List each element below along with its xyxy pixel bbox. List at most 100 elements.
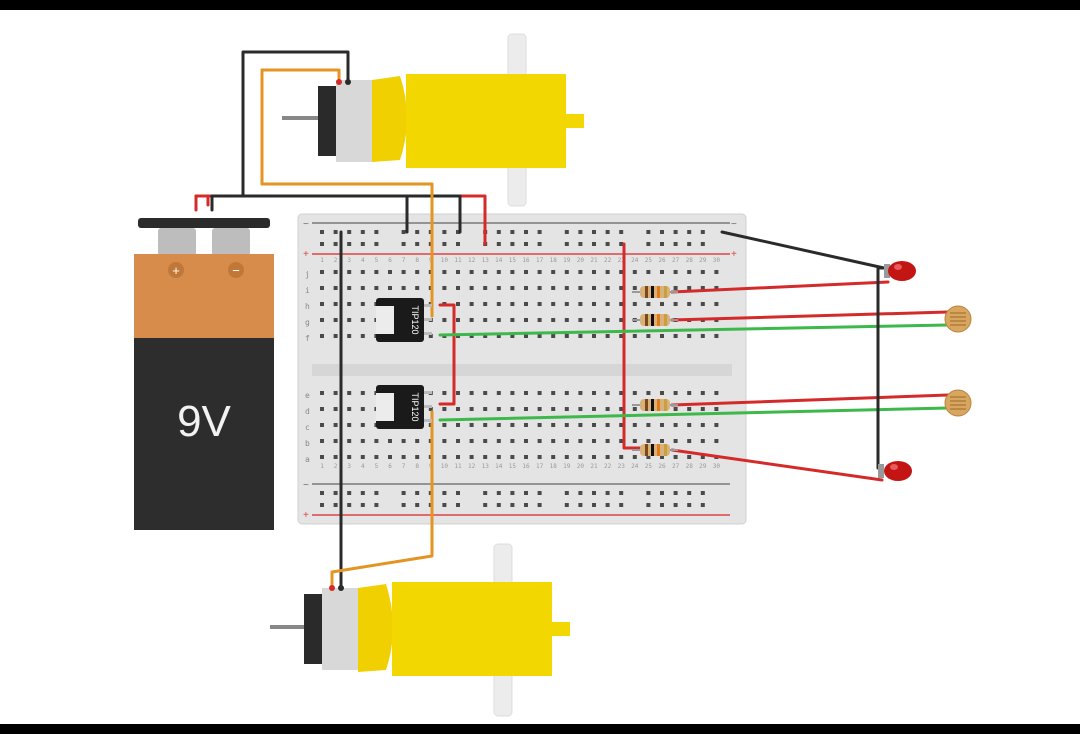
breadboard-hole xyxy=(415,242,420,246)
breadboard-hole xyxy=(524,286,528,290)
battery-terminal-plus xyxy=(158,228,196,256)
breadboard-hole xyxy=(360,391,365,395)
column-number: 1 xyxy=(320,463,324,470)
column-number: 21 xyxy=(590,463,598,470)
motor-can xyxy=(322,588,360,670)
breadboard-hole xyxy=(537,491,542,495)
breadboard-hole xyxy=(605,302,610,306)
breadboard-hole xyxy=(456,242,460,246)
breadboard-hole xyxy=(578,302,583,306)
column-number: 18 xyxy=(550,463,558,470)
breadboard-hole xyxy=(360,407,365,411)
breadboard-hole xyxy=(605,334,610,338)
breadboard-hole xyxy=(700,242,705,246)
resistor[interactable] xyxy=(632,444,678,456)
column-number: 28 xyxy=(686,257,694,264)
breadboard-hole xyxy=(442,503,447,507)
motor-gearbox xyxy=(406,74,566,168)
ldr-top[interactable] xyxy=(944,305,972,333)
breadboard-hole xyxy=(673,270,678,274)
breadboard-hole xyxy=(673,230,678,234)
resistor[interactable] xyxy=(632,314,678,326)
battery-9v[interactable]: + − 9V xyxy=(134,218,274,530)
breadboard-hole xyxy=(619,455,624,459)
breadboard-hole xyxy=(619,439,624,443)
breadboard-hole xyxy=(605,318,610,322)
breadboard-hole xyxy=(456,270,460,274)
battery-terminal-minus xyxy=(212,228,250,256)
breadboard-hole xyxy=(483,302,488,306)
breadboard-hole xyxy=(442,491,447,495)
battery-plus-symbol: + xyxy=(172,263,180,278)
breadboard-hole xyxy=(320,491,324,495)
motor-top[interactable] xyxy=(282,33,584,207)
column-number: 30 xyxy=(713,257,721,264)
led-top[interactable] xyxy=(884,261,916,281)
chip-2[interactable]: TIP120 xyxy=(376,385,432,429)
breadboard-hole xyxy=(700,270,705,274)
breadboard-hole xyxy=(646,455,651,459)
breadboard-hole xyxy=(551,439,556,443)
motor-output-shaft xyxy=(566,114,584,128)
breadboard-hole xyxy=(660,230,664,234)
breadboard-hole xyxy=(687,230,692,234)
battery-top xyxy=(134,254,274,338)
wire-signal-green-bottom xyxy=(438,406,950,422)
breadboard-hole xyxy=(320,391,324,395)
breadboard-hole xyxy=(510,286,515,290)
breadboard-hole xyxy=(537,302,542,306)
breadboard-hole xyxy=(496,286,501,290)
wire-signal-green-top xyxy=(438,323,950,337)
column-number: 21 xyxy=(590,257,598,264)
breadboard-hole xyxy=(388,455,392,459)
row-letter: i xyxy=(305,286,310,295)
breadboard-hole xyxy=(469,286,474,290)
motor-endcap xyxy=(304,594,326,664)
breadboard-hole xyxy=(619,491,624,495)
chip-1[interactable]: TIP120 xyxy=(376,298,432,342)
breadboard-hole xyxy=(700,391,705,395)
motor-output-shaft xyxy=(552,622,570,636)
breadboard-hole xyxy=(510,391,515,395)
breadboard-hole xyxy=(673,491,678,495)
breadboard-hole xyxy=(592,318,596,322)
breadboard-hole xyxy=(496,334,501,338)
rail-plus-label-top-right: + xyxy=(731,249,737,260)
breadboard-hole xyxy=(510,318,515,322)
ldr-bottom[interactable] xyxy=(944,389,972,417)
breadboard-hole xyxy=(469,318,474,322)
breadboard-hole xyxy=(537,439,542,443)
breadboard-hole xyxy=(646,242,651,246)
breadboard-hole xyxy=(360,423,365,427)
breadboard-hole xyxy=(469,270,474,274)
breadboard-hole xyxy=(564,230,569,234)
breadboard-hole xyxy=(714,439,719,443)
breadboard-hole xyxy=(673,439,678,443)
breadboard-hole xyxy=(374,270,379,274)
breadboard-hole xyxy=(442,407,447,411)
breadboard-hole xyxy=(483,270,488,274)
breadboard-hole xyxy=(578,391,583,395)
resistor[interactable] xyxy=(632,399,678,411)
breadboard-hole xyxy=(483,503,488,507)
column-number: 29 xyxy=(699,463,707,470)
resistor[interactable] xyxy=(632,286,678,298)
breadboard-hole xyxy=(401,439,406,443)
breadboard-hole xyxy=(551,423,556,427)
breadboard-hole xyxy=(510,503,515,507)
breadboard-hole xyxy=(605,423,610,427)
breadboard-hole xyxy=(442,286,447,290)
led-bottom[interactable] xyxy=(878,461,912,481)
motor-bottom[interactable] xyxy=(270,543,570,717)
column-number: 6 xyxy=(388,257,392,264)
row-letter: c xyxy=(305,423,310,432)
breadboard-hole xyxy=(592,423,596,427)
breadboard-hole xyxy=(660,491,664,495)
breadboard-hole xyxy=(496,407,501,411)
breadboard-hole xyxy=(510,407,515,411)
column-number: 3 xyxy=(347,257,351,264)
breadboard-hole xyxy=(320,439,324,443)
breadboard-hole xyxy=(714,334,719,338)
breadboard-hole xyxy=(537,334,542,338)
breadboard-hole xyxy=(605,503,610,507)
